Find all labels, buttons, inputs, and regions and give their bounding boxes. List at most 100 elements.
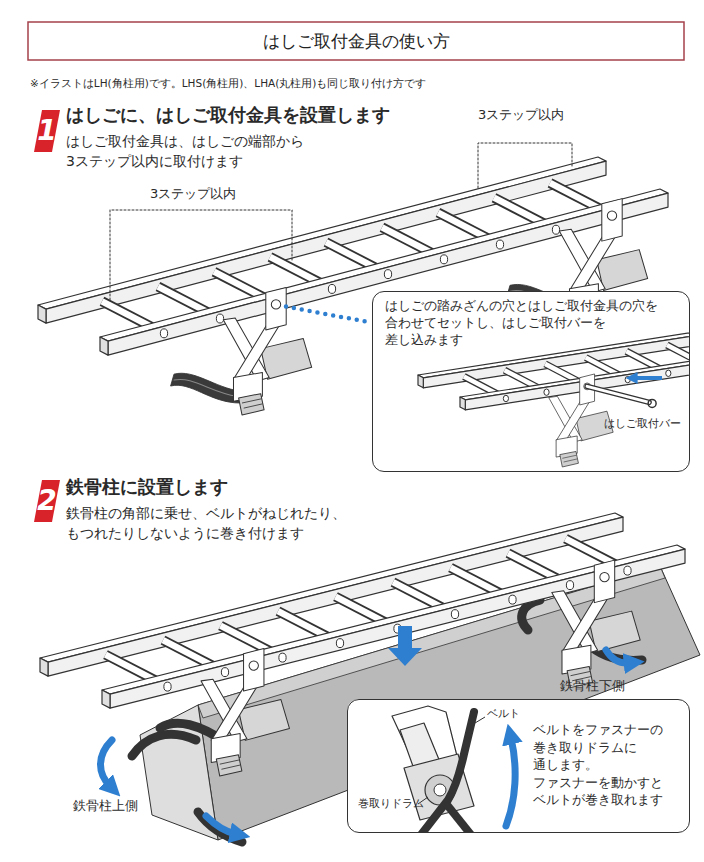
- rung-hole: [625, 376, 630, 382]
- bracket-plate: [244, 649, 264, 692]
- insert-arrow: [634, 376, 662, 380]
- ratchet-detail: [242, 399, 262, 403]
- rung-hole: [666, 370, 671, 376]
- part-label: はしご取付バー: [604, 417, 681, 431]
- ratchet-illustration: [392, 706, 485, 832]
- rung-hole: [509, 595, 516, 604]
- rung-hole: [216, 314, 223, 323]
- ladder: [38, 157, 668, 355]
- ladder-end-cap: [102, 690, 110, 708]
- title-box: [28, 22, 684, 60]
- bracket-hole: [271, 300, 280, 309]
- step-body: はしご取付金具は、はしごの端部から 3ステップ以内に取付けます: [66, 131, 312, 171]
- belt: [420, 712, 474, 832]
- ladder-rail: [102, 545, 685, 694]
- callout-text: ベルトをファスナーの 巻き取りドラムに 通します。 ファスナーを動かすと ベルト…: [533, 721, 668, 809]
- belt: [198, 812, 242, 842]
- rung-hole: [566, 581, 573, 590]
- wrap-arrow: [206, 816, 236, 834]
- bracket-hole: [600, 572, 609, 581]
- rung-hole: [544, 389, 549, 395]
- rung-hole: [221, 668, 228, 677]
- ratchet: [560, 451, 579, 467]
- part-label: 鉄骨柱下側: [560, 678, 625, 695]
- rung-hole: [451, 610, 458, 619]
- rung-hole: [552, 225, 559, 234]
- feed-arrow: [506, 738, 515, 826]
- step-badge: 2: [34, 480, 60, 522]
- dimension-label: 3ステップ以内: [150, 186, 236, 203]
- leader-line: [475, 717, 485, 723]
- dimension-line: [110, 210, 292, 300]
- belt: [522, 600, 540, 630]
- ratchet-detail: [221, 765, 240, 769]
- foot-plate: [589, 611, 640, 652]
- step-heading: 鉄骨柱に設置します: [66, 475, 228, 498]
- winding-drum-core: [434, 784, 446, 796]
- ratchet-detail: [570, 671, 590, 675]
- bracket-hole: [249, 661, 258, 670]
- wrap-arrow: [606, 650, 630, 663]
- callout-text: はしごの踏みざんの穴とはしご取付金具の穴を 合わせてセットし、はしご取付バーを …: [385, 297, 655, 348]
- dimension-label: 3ステップ以内: [478, 107, 564, 124]
- callout-box: はしごの踏みざんの穴とはしご取付金具の穴を 合わせてセットし、はしご取付バーを …: [372, 291, 690, 472]
- ratchet-detail: [564, 459, 578, 462]
- rung-hole: [160, 329, 167, 338]
- step-badge: 1: [34, 110, 60, 152]
- ladder-end-cap: [38, 305, 46, 323]
- page-title: はしご取付金具の使い方: [28, 22, 684, 60]
- rung-hole: [440, 255, 447, 264]
- rung-hole: [164, 682, 171, 691]
- part-label: ベルト: [487, 707, 520, 721]
- step-heading: はしごに、はしご取付金具を設置します: [66, 103, 390, 126]
- step-number: 2: [34, 480, 60, 522]
- ladder-bracket: [171, 287, 312, 415]
- ladder: [40, 513, 685, 708]
- rung-hole: [384, 270, 391, 279]
- down-arrow: [388, 626, 422, 666]
- foot-plate: [597, 250, 648, 291]
- badge-fill: [34, 110, 60, 152]
- ratchet-detail: [220, 760, 240, 764]
- bar-ring: [648, 399, 656, 407]
- note-text: ※イラストはLH(角柱用)です。LHS(角柱用)、LHA(丸柱用)も同じ取り付け…: [30, 77, 426, 91]
- step-body: 鉄骨柱の角部に乗せ、ベルトがねじれたり、 もつれたりしないように巻き付けます: [66, 503, 354, 543]
- belt: [448, 806, 472, 832]
- ladder-end-cap: [460, 397, 465, 410]
- belt-stitch: [174, 379, 237, 396]
- rung-hole: [279, 653, 286, 662]
- part-label: 鉄骨柱上側: [73, 798, 138, 815]
- foot-plate: [238, 700, 289, 741]
- bracket-plate: [594, 560, 614, 603]
- step-number: 1: [34, 110, 60, 152]
- wrap-arrow: [101, 740, 113, 786]
- leader-line: [286, 306, 368, 322]
- bracket-plate: [602, 199, 622, 242]
- rung-hole: [328, 284, 335, 293]
- ladder-end-cap: [418, 375, 423, 388]
- ladder-rail-side: [465, 355, 689, 410]
- callout-box: ベルトベルトをファスナーの 巻き取りドラムに 通します。 ファスナーを動かすと …: [347, 699, 690, 833]
- rung-hole: [496, 240, 503, 249]
- ladder-rung: [667, 345, 689, 364]
- rung-hole: [336, 639, 343, 648]
- steel-column: [140, 566, 700, 840]
- ratchet-detail: [562, 455, 576, 458]
- ratchet: [216, 755, 242, 776]
- attachment-bar-face: [587, 386, 649, 402]
- bracket-hole: [607, 211, 616, 220]
- ratchet-detail: [244, 404, 263, 408]
- ladder-bracket: [201, 649, 289, 777]
- ladder-bracket: [552, 560, 640, 688]
- ladder-end-cap: [100, 337, 108, 355]
- callout-illustration: [418, 330, 689, 467]
- ladder-end-cap: [40, 658, 48, 676]
- bracket-plate: [266, 287, 286, 330]
- ladder-rung-face: [667, 345, 689, 364]
- part-label: 巻取りドラム: [358, 797, 424, 811]
- callout-background: [347, 699, 690, 833]
- rung-hole: [624, 566, 631, 575]
- ladder-rail-side: [110, 549, 685, 708]
